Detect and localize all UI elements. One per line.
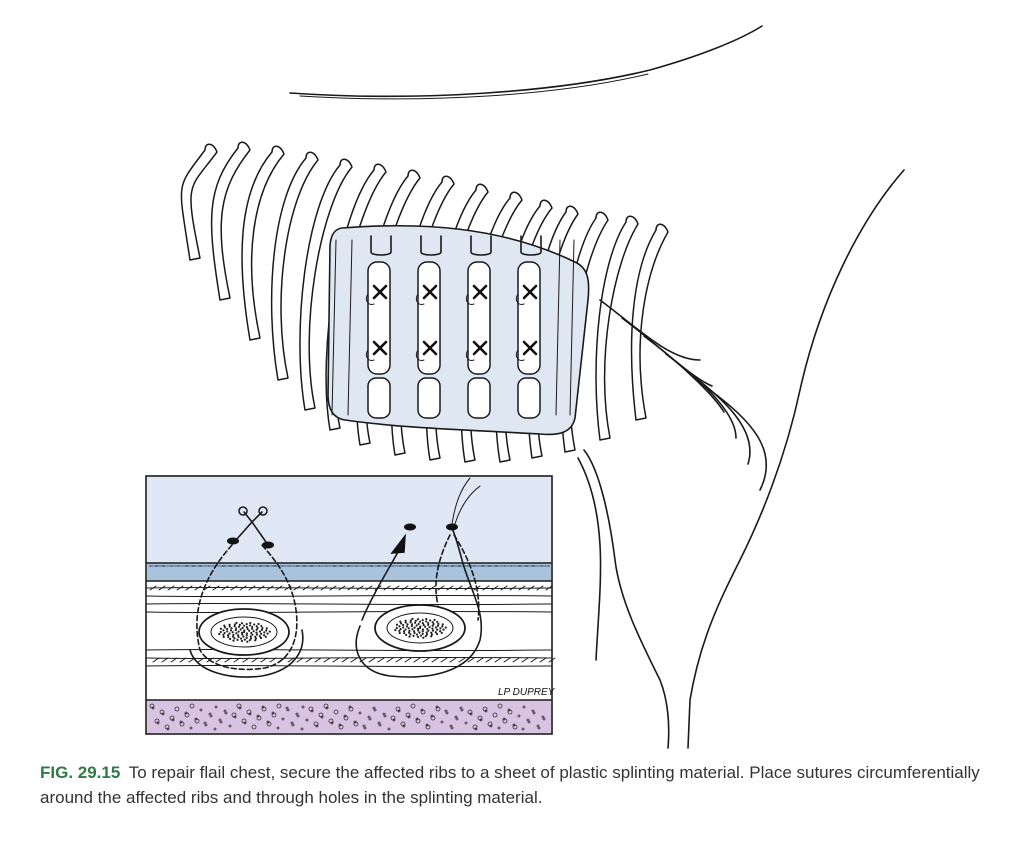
splint-hole — [404, 523, 416, 531]
suture-x — [515, 284, 538, 305]
costal-cartilage — [599, 299, 701, 361]
affected-rib-segment — [415, 235, 442, 419]
figure-caption: FIG. 29.15 To repair flail chest, secure… — [40, 760, 1000, 810]
rib-edge-line — [555, 239, 561, 416]
rib-edge-line — [569, 239, 575, 416]
rib — [630, 223, 669, 421]
suture-x — [465, 340, 488, 361]
suture-x — [365, 284, 388, 305]
dog-chest-outline — [583, 449, 670, 749]
figure-caption-text: To repair flail chest, secure the affect… — [40, 763, 980, 807]
costal-cartilage — [665, 353, 737, 439]
dog-foreleg-outline — [687, 169, 905, 749]
suture-x — [415, 340, 438, 361]
muscle-band-texture — [149, 565, 550, 567]
rib — [180, 143, 218, 261]
tied-suture-left — [189, 506, 304, 678]
rib — [270, 151, 319, 381]
dog-sternum-line — [577, 457, 602, 661]
affected-rib-segment — [465, 235, 492, 419]
rib-edge-line — [347, 239, 353, 416]
inset-muscle-band — [147, 563, 551, 581]
figure-label: FIG. 29.15 — [40, 763, 121, 782]
dog-back-outline — [289, 25, 763, 98]
affected-rib-segment — [515, 235, 542, 419]
suture-x — [415, 284, 438, 305]
suture-passing-right — [355, 477, 482, 678]
dog-back-outline-shade — [299, 73, 649, 100]
splint-hole-suture — [446, 523, 458, 531]
rib — [595, 215, 639, 441]
artist-signature: LP DUPREY — [498, 687, 556, 698]
affected-rib-segment — [365, 235, 392, 419]
flail-chest-illustration: LP DUPREY — [145, 25, 905, 749]
costal-cartilage — [709, 389, 768, 491]
rib-cross-section-left — [198, 608, 290, 656]
costal-cartilage — [687, 371, 751, 465]
inset-lower-tissue — [147, 700, 551, 733]
plastic-splint-sheet — [327, 224, 590, 436]
suture-x — [365, 340, 388, 361]
rib — [241, 145, 285, 341]
rib — [210, 141, 251, 301]
affected-ribs-under-splint — [331, 235, 575, 419]
rib-edge-line — [331, 239, 337, 416]
suture-x — [465, 284, 488, 305]
rib — [299, 158, 353, 411]
suture-x — [515, 340, 538, 361]
costal-cartilage — [643, 335, 725, 413]
lower-tissue-texture — [149, 703, 546, 731]
cross-section-inset: LP DUPREY — [145, 475, 556, 735]
needle-arrow-head — [390, 533, 406, 554]
rib-cross-section-right — [374, 604, 466, 652]
inset-splint-layer — [147, 477, 551, 563]
